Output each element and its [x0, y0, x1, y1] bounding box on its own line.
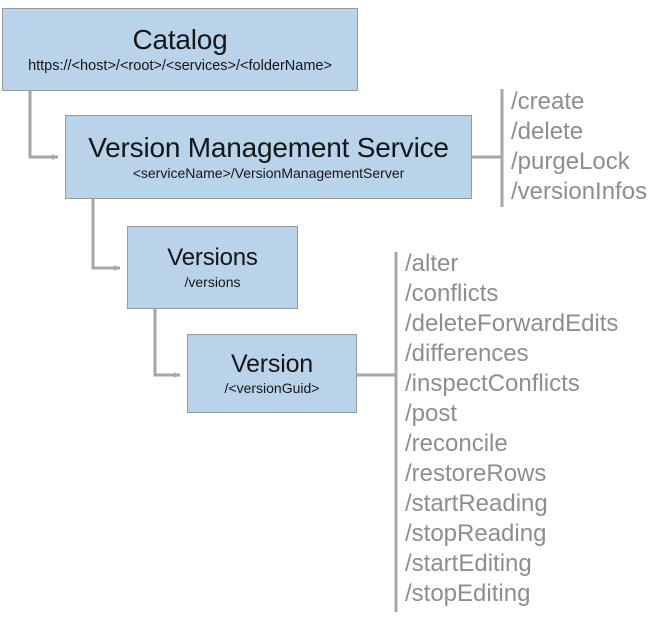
node-version[interactable]: Version /<versionGuid>: [187, 334, 357, 413]
operation-item: /stopEditing: [405, 580, 531, 607]
operation-item: /differences: [405, 340, 529, 367]
connector-vms-to-versions: [91, 199, 121, 271]
node-versions[interactable]: Versions /versions: [127, 226, 298, 309]
operation-item: /delete: [511, 118, 584, 145]
operation-list-version: /alter/conflicts/deleteForwardEdits/diff…: [405, 249, 618, 609]
operation-item: /startReading: [405, 490, 548, 517]
node-catalog-path: https://<host>/<root>/<services>/<folder…: [28, 57, 332, 74]
operation-item: /restoreRows: [405, 460, 547, 487]
operation-item: /deleteForwardEdits: [405, 310, 619, 337]
node-versions-title: Versions: [167, 244, 258, 272]
operation-item: /versionInfos: [511, 178, 648, 205]
operation-item: /alter: [405, 250, 459, 277]
node-versions-path: /versions: [184, 273, 241, 290]
operation-item: /startEditing: [405, 550, 532, 577]
connector-versions-to-version: [153, 309, 181, 378]
operation-item: /conflicts: [405, 280, 499, 307]
node-version-management-service-title: Version Management Service: [88, 131, 449, 163]
node-version-management-service-path: <serviceName>/VersionManagementServer: [132, 165, 405, 182]
operation-item: /create: [511, 88, 585, 115]
node-version-management-service[interactable]: Version Management Service <serviceName>…: [65, 115, 472, 199]
operation-item: /reconcile: [405, 430, 508, 457]
operation-list-version-management-service: /create/delete/purgeLock/versionInfos: [511, 87, 647, 207]
node-version-path: /<versionGuid>: [224, 380, 320, 397]
node-catalog[interactable]: Catalog https://<host>/<root>/<services>…: [2, 8, 358, 91]
node-catalog-title: Catalog: [132, 23, 228, 55]
operation-item: /inspectConflicts: [405, 370, 580, 397]
operation-item: /post: [405, 400, 458, 427]
node-version-title: Version: [231, 349, 313, 378]
operation-item: /purgeLock: [511, 148, 630, 175]
connector-catalog-to-vms: [28, 91, 59, 160]
operation-item: /stopReading: [405, 520, 547, 547]
